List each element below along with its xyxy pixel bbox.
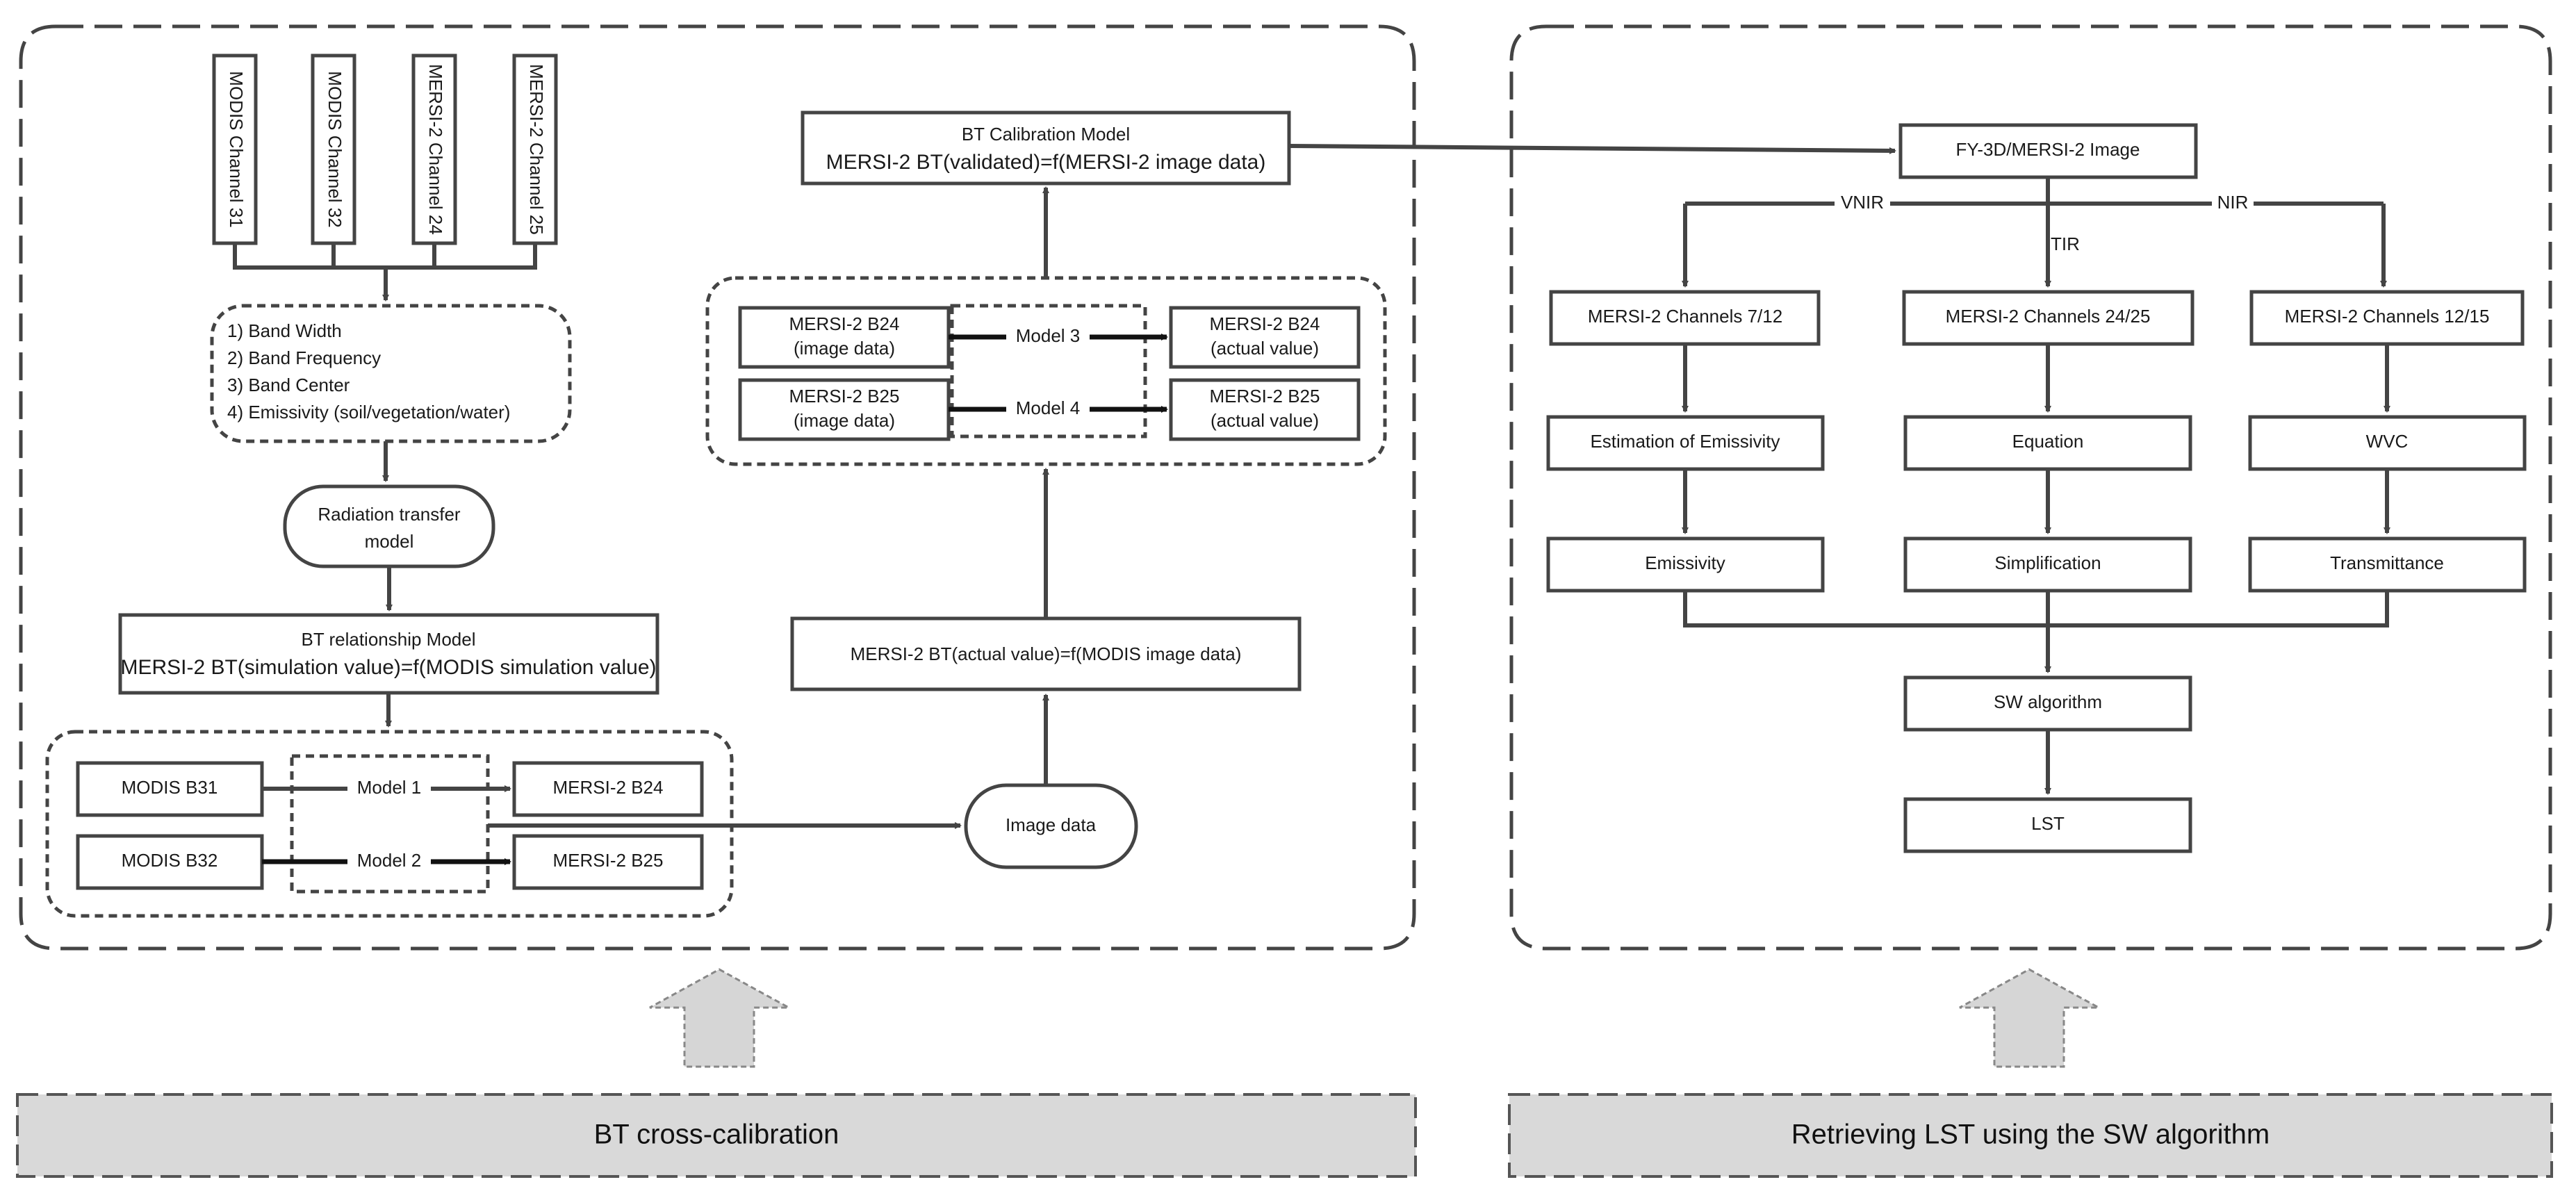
image-data-label: Image data: [1006, 814, 1097, 835]
model-1-label: Model 1: [357, 777, 422, 798]
model-3-label: Model 3: [1016, 325, 1081, 346]
simplification-label: Simplification: [1994, 552, 2101, 573]
right-banner: Retrieving LST using the SW algorithm: [1508, 1093, 2553, 1178]
left-section-frame: [19, 24, 1416, 951]
act-b25-line1: MERSI-2 B25: [1210, 386, 1320, 407]
bt-relationship-formula: MERSI-2 BT(simulation value)=f(MODIS sim…: [120, 656, 656, 679]
modis-b32-box: MODIS B32: [76, 834, 264, 890]
band-properties-box: 1) Band Width 2) Band Frequency 3) Band …: [210, 304, 572, 443]
img-b25-line1: MERSI-2 B25: [789, 386, 900, 407]
img-b24-line1: MERSI-2 B24: [789, 313, 900, 334]
nir-label: NIR: [2217, 192, 2249, 213]
act-b24-line1: MERSI-2 B24: [1210, 313, 1320, 334]
equation-label: Equation: [2012, 431, 2084, 452]
channels-24-25-box: MERSI-2 Channels 24/25: [1902, 290, 2194, 346]
tir-label: TIR: [2051, 233, 2080, 254]
lst-box: LST: [1903, 797, 2192, 853]
transmittance-label: Transmittance: [2330, 552, 2444, 573]
equation-box: Equation: [1903, 415, 2192, 471]
modis-b31-label: MODIS B31: [122, 777, 218, 798]
radiation-transfer-model-box: Radiation transfer model: [283, 484, 495, 568]
modis-b32-label: MODIS B32: [122, 850, 218, 871]
sw-label: SW algorithm: [1994, 691, 2102, 712]
left-banner-label: BT cross-calibration: [594, 1119, 839, 1150]
bt-calibration-model-box: BT Calibration Model MERSI-2 BT(validate…: [801, 110, 1291, 186]
model-2-label: Model 2: [357, 850, 422, 871]
bt-relationship-model-box: BT relationship Model MERSI-2 BT(simulat…: [118, 613, 659, 695]
mersi-b25-sim-box: MERSI-2 B25: [512, 834, 704, 890]
act-b25-line2: (actual value): [1211, 410, 1319, 431]
actual-value-model-box: MERSI-2 BT(actual value)=f(MODIS image d…: [790, 616, 1302, 691]
channels-7-12-box: MERSI-2 Channels 7/12: [1549, 290, 1821, 346]
right-up-arrow-icon: [1959, 968, 2099, 1068]
fy3d-image-box: FY-3D/MERSI-2 Image: [1898, 123, 2198, 179]
models-1-2-inner-box: [290, 754, 490, 894]
property-band-width: 1) Band Width: [227, 320, 342, 341]
simplification-box: Simplification: [1903, 536, 2192, 593]
mersi-b24-sim-box: MERSI-2 B24: [512, 761, 704, 817]
channels-24-25-label: MERSI-2 Channels 24/25: [1946, 306, 2151, 327]
right-banner-label: Retrieving LST using the SW algorithm: [1791, 1119, 2270, 1150]
transmittance-box: Transmittance: [2248, 536, 2527, 593]
mersi-b24-label: MERSI-2 B24: [553, 777, 664, 798]
channels-12-15-label: MERSI-2 Channels 12/15: [2285, 306, 2490, 327]
calibration-title: BT Calibration Model: [962, 124, 1130, 145]
property-band-center: 3) Band Center: [227, 375, 350, 395]
emissivity-box: Emissivity: [1546, 536, 1825, 593]
mersi-b24-actual-box: MERSI-2 B24 (actual value): [1169, 306, 1361, 369]
img-b24-line2: (image data): [794, 338, 895, 359]
estimation-emissivity-box: Estimation of Emissivity: [1546, 415, 1825, 471]
mersi-b25-image-box: MERSI-2 B25 (image data): [738, 378, 951, 441]
vnir-label: VNIR: [1841, 192, 1884, 213]
models-3-4-inner-box: [950, 304, 1147, 438]
property-emissivity: 4) Emissivity (soil/vegetation/water): [227, 402, 510, 422]
emissivity-label: Emissivity: [1645, 552, 1725, 573]
channel-label: MODIS Channel 31: [226, 71, 247, 227]
mersi-b25-actual-box: MERSI-2 B25 (actual value): [1169, 378, 1361, 441]
branch-connector: [1685, 177, 2384, 206]
mersi-b25-label: MERSI-2 B25: [553, 850, 664, 871]
calibration-formula: MERSI-2 BT(validated)=f(MERSI-2 image da…: [826, 151, 1266, 174]
model-4-label: Model 4: [1016, 397, 1081, 418]
left-banner: BT cross-calibration: [16, 1093, 1417, 1178]
fy3d-image-label: FY-3D/MERSI-2 Image: [1956, 139, 2140, 160]
bt-relationship-title: BT relationship Model: [302, 629, 476, 650]
act-b24-line2: (actual value): [1211, 338, 1319, 359]
channel-label: MODIS Channel 32: [325, 71, 345, 227]
radiation-label-line2: model: [365, 531, 414, 552]
channels-7-12-label: MERSI-2 Channels 7/12: [1588, 306, 1782, 327]
actual-model-formula: MERSI-2 BT(actual value)=f(MODIS image d…: [851, 643, 1242, 664]
left-up-arrow-icon: [649, 968, 789, 1068]
channel-label: MERSI-2 Channel 24: [425, 64, 446, 235]
channel-box-mersi-24: MERSI-2 Channel 24: [411, 54, 457, 245]
channel-box-mersi-25: MERSI-2 Channel 25: [512, 54, 558, 245]
est-emissivity-label: Estimation of Emissivity: [1590, 431, 1780, 452]
arrow-to-fy3d-image: [1288, 144, 1896, 154]
property-band-frequency: 2) Band Frequency: [227, 347, 381, 368]
channel-box-modis-31: MODIS Channel 31: [212, 54, 258, 245]
img-b25-line2: (image data): [794, 410, 895, 431]
channel-label: MERSI-2 Channel 25: [526, 64, 547, 235]
sw-algorithm-box: SW algorithm: [1903, 675, 2192, 732]
image-data-box: Image data: [964, 783, 1138, 869]
channels-12-15-box: MERSI-2 Channels 12/15: [2249, 290, 2525, 346]
channel-box-modis-32: MODIS Channel 32: [311, 54, 356, 245]
mersi-b24-image-box: MERSI-2 B24 (image data): [738, 306, 951, 369]
wvc-label: WVC: [2366, 431, 2409, 452]
merge-connector: [1683, 591, 2389, 627]
channel-merge-connector: [233, 243, 537, 270]
wvc-box: WVC: [2248, 415, 2527, 471]
modis-b31-box: MODIS B31: [76, 761, 264, 817]
radiation-label-line1: Radiation transfer: [318, 504, 461, 525]
right-section-frame: [1509, 24, 2552, 951]
lst-label: LST: [2031, 813, 2065, 834]
